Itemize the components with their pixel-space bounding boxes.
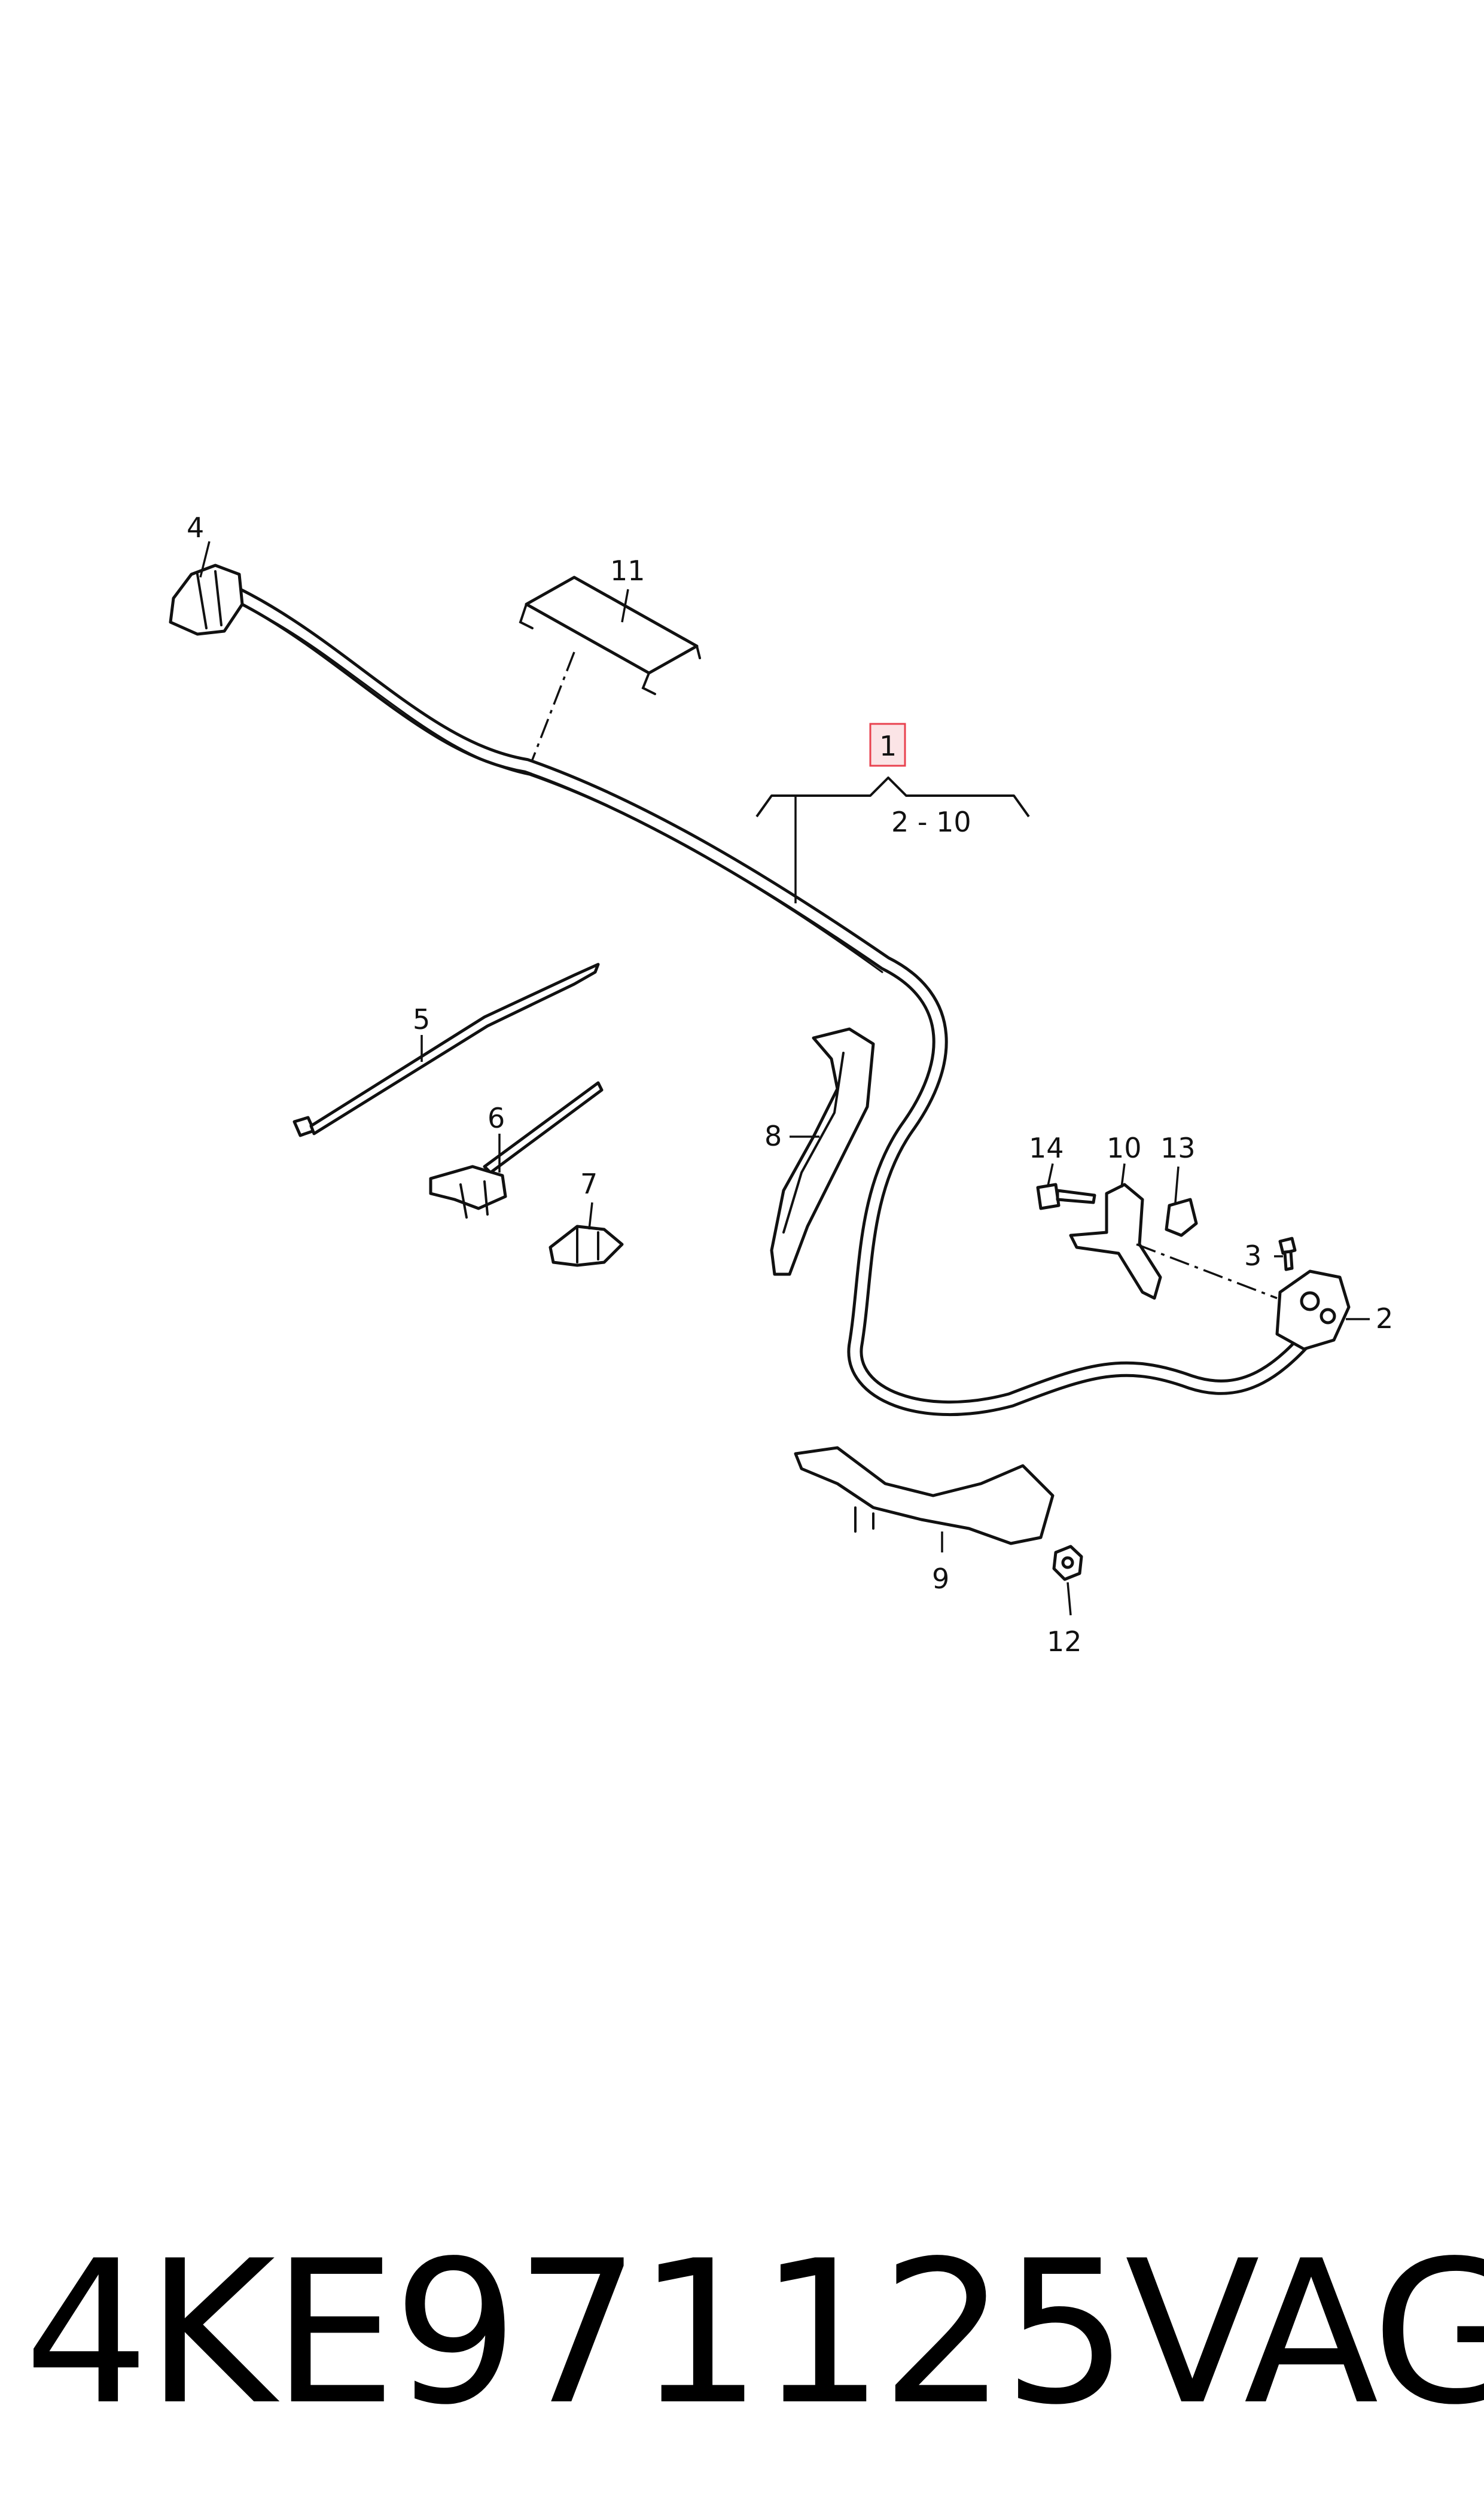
part-number: 4KE971125 [24, 2218, 1129, 2448]
callout-14: 14 [1029, 1132, 1064, 1164]
callout-10: 10 [1107, 1132, 1142, 1164]
callout-6: 6 [487, 1102, 505, 1134]
callout-13: 13 [1160, 1132, 1196, 1164]
brand-name: VAG [1125, 2218, 1484, 2448]
cable-tie-clip [429, 1081, 604, 1219]
bolt [1036, 1183, 1096, 1210]
callout-2: 2 [1376, 1302, 1393, 1335]
clip [548, 1225, 624, 1267]
cable-tie [292, 963, 600, 1137]
callout-1-range: 2 - 10 [891, 806, 971, 838]
callout-5: 5 [413, 1003, 430, 1036]
small-clip [1165, 1198, 1198, 1237]
callout-3: 3 [1244, 1240, 1261, 1272]
callout-8: 8 [764, 1120, 782, 1152]
footer: 4KE971125 VAG [24, 2208, 1484, 2459]
wiring-harness [205, 576, 1324, 1417]
bracket [1069, 1183, 1278, 1300]
callout-12: 12 [1047, 1625, 1082, 1658]
callout-1: 1 [879, 730, 897, 762]
cover-bracket [519, 576, 701, 760]
assembly-brace [755, 777, 1030, 903]
right-end-connector [1275, 1269, 1351, 1351]
left-end-connector [169, 564, 244, 636]
callout-11: 11 [610, 555, 645, 587]
callout-box-1 [869, 723, 906, 767]
callout-7: 7 [580, 1168, 598, 1200]
vertical-guide [770, 1027, 875, 1276]
callout-4: 4 [187, 511, 204, 544]
callout-labels: 1 2 - 10 2 3 4 5 6 7 8 9 10 11 12 13 14 [187, 511, 1393, 1658]
callout-9: 9 [932, 1563, 949, 1595]
leader-lines [199, 541, 1370, 1616]
screw [1278, 1237, 1297, 1271]
lower-guide [794, 1446, 1055, 1545]
nut [1052, 1545, 1083, 1581]
